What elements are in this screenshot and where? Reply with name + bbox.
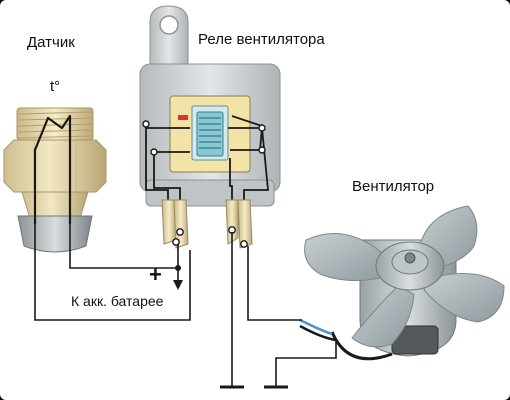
sensor-label: Датчик bbox=[27, 34, 75, 51]
battery-arrow-icon bbox=[173, 280, 183, 290]
temperature-sensor bbox=[3, 107, 107, 253]
electric-fan bbox=[299, 205, 505, 361]
wiring bbox=[34, 224, 337, 386]
fan-relay bbox=[139, 5, 281, 249]
temperature-label: t° bbox=[50, 78, 61, 95]
plus-sign: + bbox=[149, 262, 162, 287]
relay-label: Реле вентилятора bbox=[198, 31, 325, 48]
junction-dot bbox=[175, 265, 181, 271]
battery-label: К акк. батарее bbox=[71, 293, 164, 309]
fan-label: Вентилятор bbox=[352, 178, 435, 195]
